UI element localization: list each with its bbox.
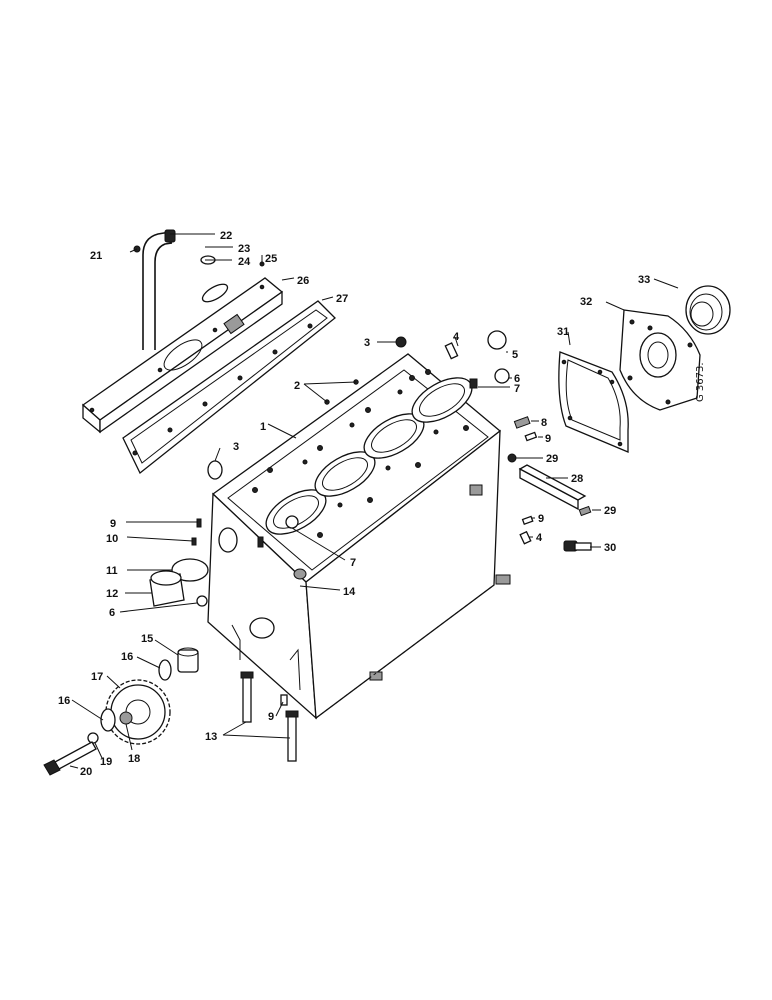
washer-16-upper bbox=[158, 659, 172, 681]
dowel-9-lower bbox=[521, 515, 534, 526]
callout-20: 20 bbox=[80, 766, 92, 778]
shaft-15 bbox=[177, 647, 199, 673]
callout-21: 21 bbox=[90, 250, 102, 262]
leader-lines bbox=[69, 233, 679, 769]
bar-28 bbox=[518, 464, 587, 511]
callout-3-upper: 3 bbox=[364, 337, 370, 349]
callout-33: 33 bbox=[638, 274, 650, 286]
plug-29-upper bbox=[507, 453, 517, 463]
callout-27: 27 bbox=[336, 293, 348, 305]
plug-6-upper bbox=[494, 368, 510, 384]
clip-29-lower bbox=[578, 505, 592, 517]
dowel-4-upper bbox=[444, 342, 459, 360]
drawing-reference: G 3673. bbox=[695, 362, 706, 402]
cylinder-block-1 bbox=[207, 353, 511, 720]
dowel-8 bbox=[513, 416, 531, 429]
callout-19: 19 bbox=[100, 756, 112, 768]
callout-15: 15 bbox=[141, 633, 153, 645]
plug-5 bbox=[487, 330, 507, 350]
pin-10 bbox=[191, 537, 197, 546]
cylinder-bores bbox=[265, 377, 473, 535]
callout-29-lower: 29 bbox=[604, 505, 616, 517]
callout-9-bottom: 9 bbox=[268, 711, 274, 723]
stud-14 bbox=[257, 536, 264, 548]
plug-7-lower bbox=[285, 515, 299, 529]
bolt-20 bbox=[43, 741, 97, 776]
timing-cover-32 bbox=[619, 309, 701, 411]
breather-pipe-assembly bbox=[133, 229, 265, 350]
callout-1: 1 bbox=[260, 421, 266, 433]
dowel-9-upper bbox=[524, 431, 538, 442]
idler-gear-assembly bbox=[43, 647, 199, 776]
loose-parts-right bbox=[207, 330, 592, 552]
callout-9-lower-right: 9 bbox=[538, 513, 544, 525]
callout-2: 2 bbox=[294, 380, 300, 392]
callout-5: 5 bbox=[512, 349, 518, 361]
plug-6-left bbox=[196, 595, 208, 607]
callout-8: 8 bbox=[541, 417, 547, 429]
plug-3-upper bbox=[395, 336, 407, 348]
callout-7-lower: 7 bbox=[350, 557, 356, 569]
callout-4-lower: 4 bbox=[536, 532, 543, 544]
bush-12 bbox=[149, 570, 185, 607]
oil-seal-33 bbox=[685, 285, 731, 335]
callout-6-upper: 6 bbox=[514, 373, 520, 385]
callout-24: 24 bbox=[238, 256, 251, 268]
callout-26: 26 bbox=[297, 275, 309, 287]
callout-6-left: 6 bbox=[109, 607, 115, 619]
callout-13: 13 bbox=[205, 731, 217, 743]
timing-gasket-31 bbox=[558, 351, 629, 453]
callout-3-lower: 3 bbox=[233, 441, 239, 453]
nut-18 bbox=[119, 711, 133, 725]
callout-25: 25 bbox=[265, 253, 277, 265]
callout-16-upper: 16 bbox=[121, 651, 133, 663]
side-cover-26 bbox=[81, 277, 284, 434]
callout-10: 10 bbox=[106, 533, 118, 545]
callout-18: 18 bbox=[128, 753, 140, 765]
pin-9-left bbox=[196, 518, 202, 528]
dowel-4-lower bbox=[519, 530, 532, 545]
drain-plug-30 bbox=[563, 540, 592, 552]
gear-17 bbox=[105, 679, 171, 745]
callout-9-upper-right: 9 bbox=[545, 433, 551, 445]
plug-3-lower bbox=[207, 460, 223, 480]
callout-28: 28 bbox=[571, 473, 583, 485]
callout-22: 22 bbox=[220, 230, 232, 242]
washer-19 bbox=[87, 732, 99, 744]
callout-29-upper: 29 bbox=[546, 453, 558, 465]
callout-32: 32 bbox=[580, 296, 592, 308]
callout-11: 11 bbox=[106, 565, 118, 577]
loose-parts-left bbox=[149, 515, 299, 607]
callout-9-left: 9 bbox=[110, 518, 116, 530]
callout-4-upper: 4 bbox=[453, 331, 460, 343]
callout-16-lower: 16 bbox=[58, 695, 70, 707]
sleeve-7-upper bbox=[469, 378, 478, 389]
washer-16-lower bbox=[100, 708, 116, 732]
callout-31: 31 bbox=[557, 326, 569, 338]
callout-23: 23 bbox=[238, 243, 250, 255]
gasket-27 bbox=[122, 300, 336, 475]
callout-17: 17 bbox=[91, 671, 103, 683]
callout-7-upper: 7 bbox=[514, 383, 520, 395]
callout-14: 14 bbox=[343, 586, 356, 598]
head-bolt-holes bbox=[252, 369, 469, 538]
callout-30: 30 bbox=[604, 542, 616, 554]
callout-labels: 21 22 23 24 25 26 27 3 4 5 6 7 2 1 3 8 9… bbox=[58, 230, 650, 778]
callout-12: 12 bbox=[106, 588, 118, 600]
